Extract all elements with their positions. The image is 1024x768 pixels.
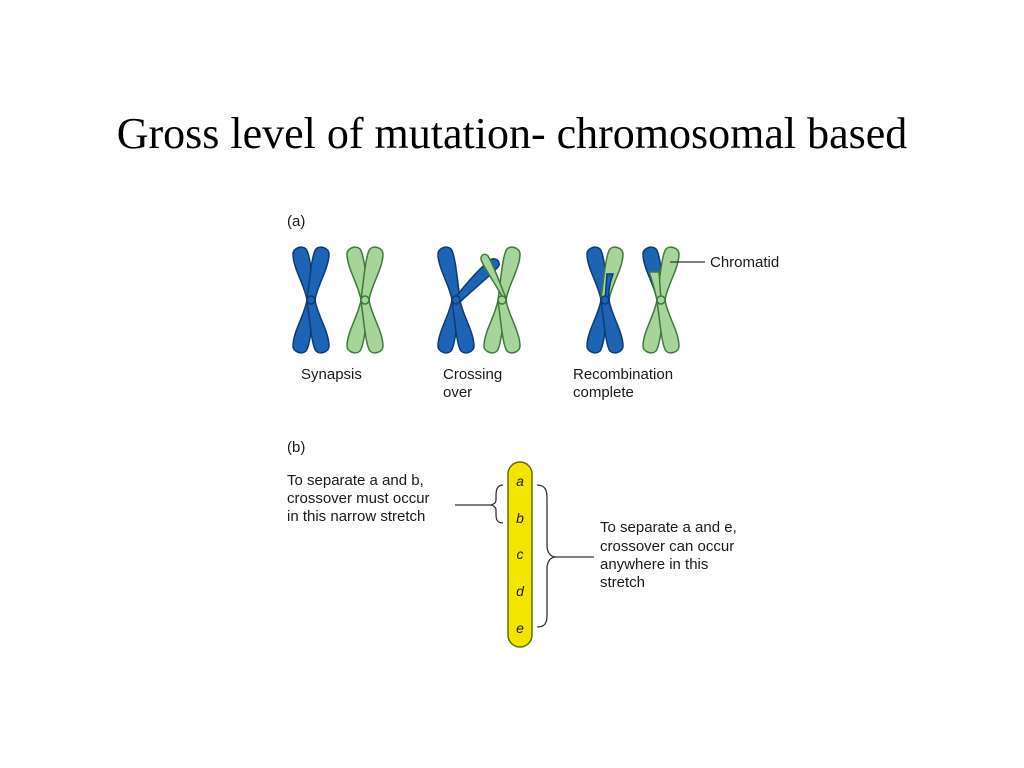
left-note-line1: To separate a and b, xyxy=(287,472,424,489)
chromatid-label: Chromatid xyxy=(710,254,779,271)
right-note-line1: To separate a and e, xyxy=(600,519,737,536)
blue-homolog xyxy=(586,246,624,354)
green-homolog xyxy=(642,246,680,354)
right-brace xyxy=(536,484,557,628)
gene-a: a xyxy=(516,473,524,489)
gene-c: c xyxy=(517,546,524,562)
stage-label-crossing-line2: over xyxy=(443,384,472,401)
stage-label-synapsis: Synapsis xyxy=(301,366,362,383)
left-brace xyxy=(489,484,504,524)
synapsis-chromosome-pair xyxy=(292,246,384,354)
right-note-line2: crossover can occur xyxy=(600,538,734,555)
right-note-line4: stretch xyxy=(600,574,645,591)
yellow-chromosome xyxy=(507,461,533,648)
crossing-over-chromosome-pair xyxy=(437,246,521,354)
green-homolog xyxy=(480,246,521,354)
stage-label-crossing-line1: Crossing xyxy=(443,366,502,383)
panel-b-label: (b) xyxy=(287,439,305,456)
gene-d: d xyxy=(516,583,525,599)
green-homolog xyxy=(346,246,384,354)
slide-title: Gross level of mutation- chromosomal bas… xyxy=(116,109,908,158)
stage-label-recombination-line1: Recombination xyxy=(573,366,673,383)
panel-a-label: (a) xyxy=(287,213,305,230)
recombined-chromosome-pair xyxy=(586,246,680,354)
left-note-line2: crossover must occur xyxy=(287,490,430,507)
gene-b: b xyxy=(516,510,524,526)
blue-homolog xyxy=(292,246,330,354)
left-note-line3: in this narrow stretch xyxy=(287,508,425,525)
gene-e: e xyxy=(516,620,524,636)
right-note-line3: anywhere in this xyxy=(600,556,708,573)
stage-label-recombination-line2: complete xyxy=(573,384,634,401)
